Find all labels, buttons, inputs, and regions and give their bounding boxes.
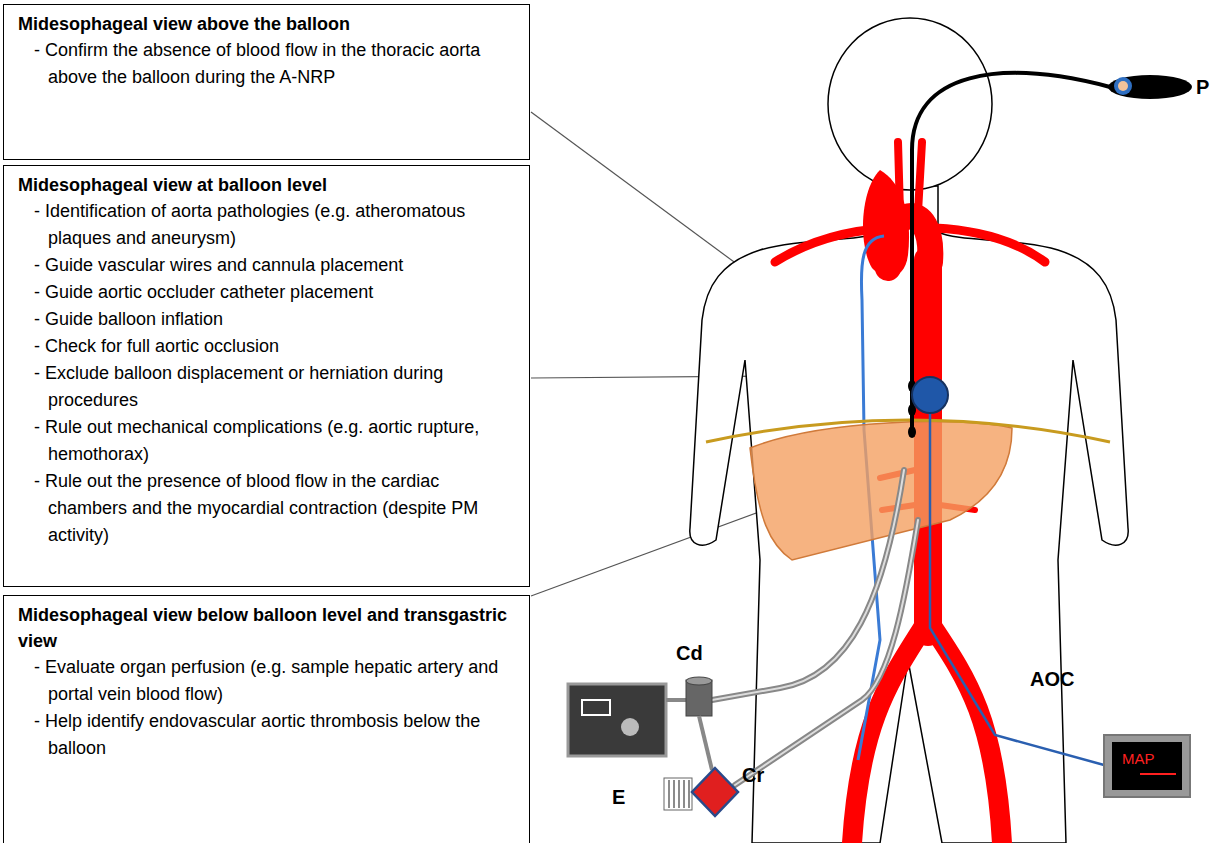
illustration-part bbox=[686, 677, 712, 685]
illustration-part bbox=[1118, 81, 1128, 91]
box-heading: Midesophageal view at balloon level bbox=[18, 172, 515, 198]
box-heading: Midesophageal view below balloon level a… bbox=[18, 602, 515, 654]
illustration-part bbox=[1114, 77, 1132, 95]
illustration-part bbox=[1112, 742, 1182, 790]
illustration-part bbox=[712, 470, 904, 700]
map-monitor bbox=[1104, 735, 1190, 797]
illustration-part bbox=[712, 470, 904, 700]
illustration-part bbox=[692, 768, 738, 816]
bullet-item: - Exclude balloon displacement or hernia… bbox=[18, 360, 515, 414]
illustration-part bbox=[918, 142, 922, 212]
bullet-item: - Rule out the presence of blood flow in… bbox=[18, 468, 515, 549]
monitor-label: MAP bbox=[1122, 748, 1155, 770]
illustration-part bbox=[568, 684, 666, 756]
bullet-item: - Check for full aortic occlusion bbox=[18, 333, 515, 360]
part-label: P bbox=[1196, 76, 1209, 98]
text-box: Midesophageal view below balloon level a… bbox=[3, 595, 530, 843]
probe-handle bbox=[1108, 75, 1192, 99]
illustration-part bbox=[668, 780, 670, 808]
illustration-part bbox=[1140, 773, 1176, 775]
illustration-part bbox=[932, 626, 1002, 843]
bullet-item: - Confirm the absence of blood flow in t… bbox=[18, 37, 515, 91]
illustration-part bbox=[908, 426, 916, 438]
illustration-part bbox=[688, 780, 690, 808]
body-outline bbox=[690, 18, 1128, 843]
bullet-item: - Guide balloon inflation bbox=[18, 306, 515, 333]
cannulas bbox=[712, 470, 918, 785]
illustration-part bbox=[621, 718, 639, 736]
part-label: Cd bbox=[676, 642, 703, 664]
part-label: AOC bbox=[1030, 668, 1074, 690]
bullet-item: - Identification of aorta pathologies (e… bbox=[18, 198, 515, 252]
illustration-part bbox=[678, 780, 680, 808]
text-box: Midesophageal view at balloon level- Ide… bbox=[3, 165, 530, 587]
illustration-part bbox=[1108, 75, 1192, 99]
illustration-part bbox=[669, 780, 689, 808]
balloon bbox=[912, 377, 948, 413]
part-label: Cr bbox=[742, 764, 764, 786]
illustration-part bbox=[664, 778, 692, 810]
illustration-part bbox=[666, 698, 686, 702]
illustration-part bbox=[735, 520, 918, 785]
liver bbox=[750, 422, 1012, 560]
illustration-part bbox=[582, 700, 610, 715]
bullet-item: - Guide aortic occluder catheter placeme… bbox=[18, 279, 515, 306]
box-heading: Midesophageal view above the balloon bbox=[18, 11, 515, 37]
text-box: Midesophageal view above the balloon- Co… bbox=[3, 4, 530, 160]
illustration-part bbox=[690, 186, 1128, 843]
bullet-item: - Help identify endovascular aortic thro… bbox=[18, 708, 515, 762]
diaphragm bbox=[706, 420, 1110, 442]
bullet-item: - Rule out mechanical complications (e.g… bbox=[18, 414, 515, 468]
illustration-part bbox=[683, 780, 685, 808]
part-label: E bbox=[612, 786, 625, 808]
ecmo-circuit bbox=[568, 677, 738, 816]
heart bbox=[863, 170, 909, 277]
bullet-item: - Evaluate organ perfusion (e.g. sample … bbox=[18, 654, 515, 708]
tee-probe bbox=[912, 73, 1110, 432]
bullet-item: - Guide vascular wires and cannula place… bbox=[18, 252, 515, 279]
illustration-part bbox=[935, 228, 1045, 262]
illustration-part bbox=[673, 780, 675, 808]
illustration-part bbox=[699, 716, 712, 770]
aortic-occluder-catheter bbox=[930, 412, 1104, 765]
illustration-part bbox=[735, 520, 918, 785]
illustration-part bbox=[1104, 735, 1190, 797]
